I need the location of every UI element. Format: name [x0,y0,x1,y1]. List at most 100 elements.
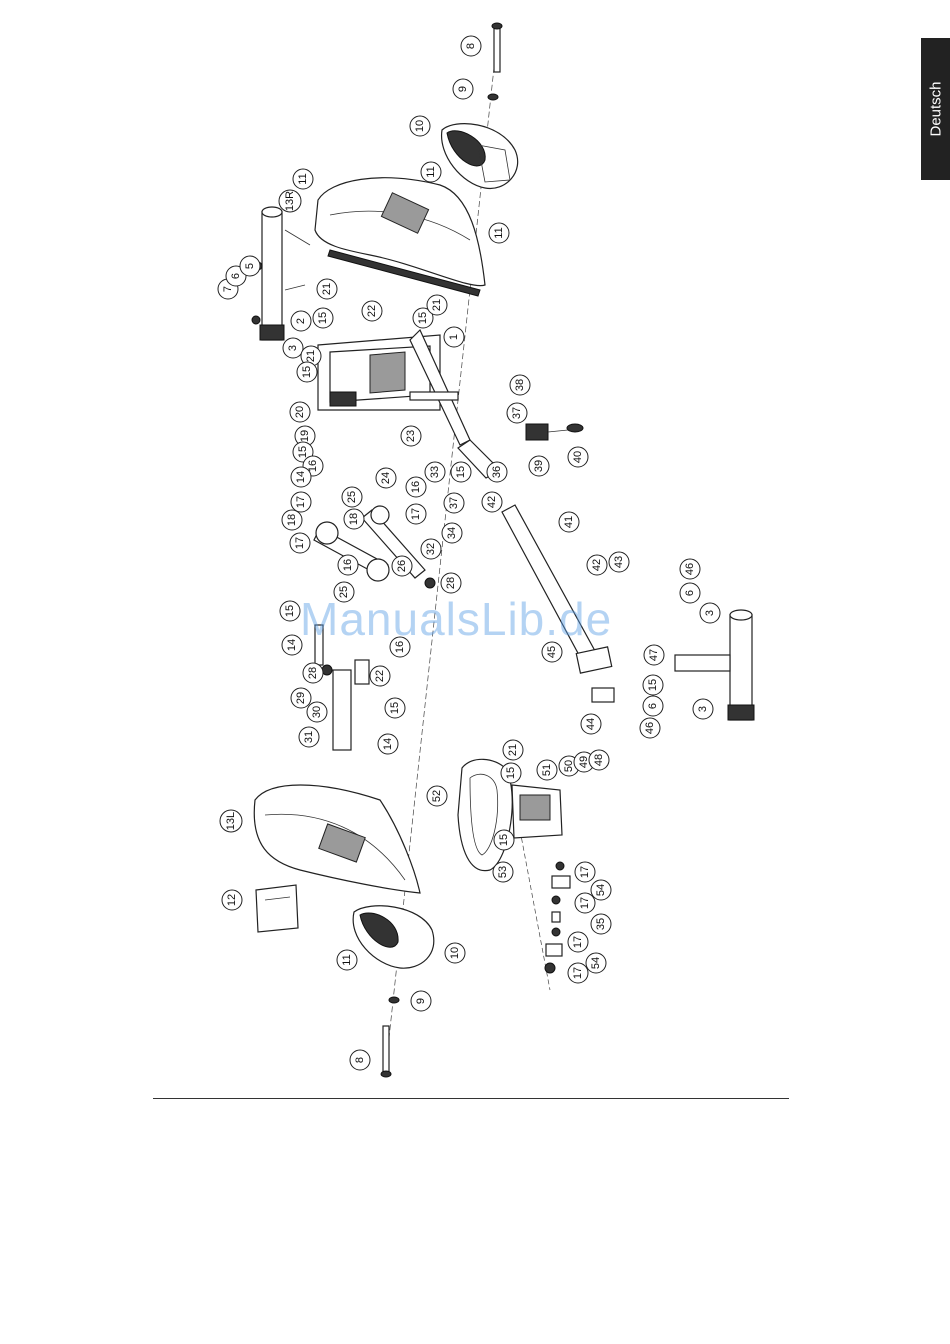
callout-label: 9 [415,998,427,1004]
front-stabilizer-tube [675,610,754,720]
callout-label: 15 [455,466,467,478]
callout-label: 16 [410,481,422,493]
callout-label: 41 [563,516,575,528]
callout-label: 17 [579,866,591,878]
part-callout-16: 16 [406,477,426,497]
callout-label: 46 [684,563,696,575]
callout-label: 54 [590,957,602,969]
part-callout-17: 17 [568,963,588,983]
part-callout-21: 21 [427,295,447,315]
part-callout-11: 11 [421,162,441,182]
main-frame [318,330,500,478]
part-callout-23: 23 [401,426,421,446]
part-callout-15: 15 [643,675,663,695]
callout-label: 51 [541,764,553,776]
part-callout-29: 29 [291,688,311,708]
part-callout-17: 17 [406,504,426,524]
callout-label: 43 [613,556,625,568]
pedal-bottom [353,906,434,968]
part-callout-14: 14 [282,635,302,655]
callout-label: 37 [511,407,523,419]
part-callout-8: 8 [461,36,481,56]
callout-label: 49 [578,756,590,768]
callout-label: 44 [585,718,597,730]
callout-label: 28 [445,577,457,589]
callout-label: 30 [311,706,323,718]
callout-label: 1 [448,334,460,340]
callout-label: 18 [348,513,360,525]
part-callout-46: 46 [640,718,660,738]
washer-top [488,94,498,100]
part-callout-32: 32 [421,539,441,559]
callout-label: 15 [317,312,329,324]
callout-label: 15 [498,834,510,846]
part-callout-25: 25 [342,487,362,507]
part-callout-15: 15 [385,698,405,718]
callout-label: 17 [572,936,584,948]
callout-label: 6 [230,273,242,279]
part-callout-35: 35 [591,914,611,934]
callout-label: 17 [410,508,422,520]
console-cover [256,885,298,932]
callout-label: 32 [425,543,437,555]
part-callout-6: 6 [680,583,700,603]
part-callout-31: 31 [299,727,319,747]
callout-label: 36 [491,466,503,478]
part-callout-2: 2 [291,311,311,331]
part-callout-18: 18 [344,509,364,529]
part-callout-20: 20 [290,402,310,422]
part-callout-51: 51 [537,760,557,780]
callout-label: 39 [533,460,545,472]
part-callout-14: 14 [291,467,311,487]
part-callout-37: 37 [507,403,527,423]
callout-label: 21 [305,350,317,362]
callout-label: 14 [286,639,298,651]
part-callout-16: 16 [338,555,358,575]
part-callout-13L: 13L [220,810,242,832]
part-callout-1: 1 [444,327,464,347]
callout-label: 33 [429,466,441,478]
callout-label: 6 [684,590,696,596]
callout-label: 21 [321,283,333,295]
callout-label: 42 [486,496,498,508]
callout-label: 9 [457,86,469,92]
callout-label: 19 [299,430,311,442]
callout-label: 10 [414,120,426,132]
part-callout-17: 17 [575,862,595,882]
part-callout-44: 44 [581,714,601,734]
part-callout-36: 36 [487,462,507,482]
callout-label: 17 [294,537,306,549]
part-callout-42: 42 [482,492,502,512]
part-callout-38: 38 [510,375,530,395]
callout-label: 17 [572,967,584,979]
part-callout-46: 46 [680,559,700,579]
callout-label: 3 [704,610,716,616]
part-callout-6: 6 [643,696,663,716]
callout-label: 22 [366,305,378,317]
part-callout-54: 54 [591,880,611,900]
callout-label: 8 [465,43,477,49]
part-callout-3: 3 [700,603,720,623]
part-callout-5: 5 [240,256,260,276]
callout-label: 26 [396,560,408,572]
pedal-top [442,124,518,189]
callout-label: 15 [301,366,313,378]
part-callout-21: 21 [317,279,337,299]
part-callout-15: 15 [501,763,521,783]
callout-label: 37 [448,497,460,509]
callout-label: 10 [449,947,461,959]
callout-label: 8 [354,1057,366,1063]
part-callout-14: 14 [378,734,398,754]
part-callout-3: 3 [283,338,303,358]
side-cover-right [315,178,485,296]
callout-label: 23 [405,430,417,442]
part-callout-15: 15 [451,462,471,482]
callout-label: 15 [505,767,517,779]
part-callout-10: 10 [445,943,465,963]
side-cover-left [254,785,420,893]
part-callout-11: 11 [293,169,313,189]
callout-label: 42 [591,559,603,571]
callout-label: 6 [647,703,659,709]
part-callout-34: 34 [442,523,462,543]
part-callout-15: 15 [280,601,300,621]
